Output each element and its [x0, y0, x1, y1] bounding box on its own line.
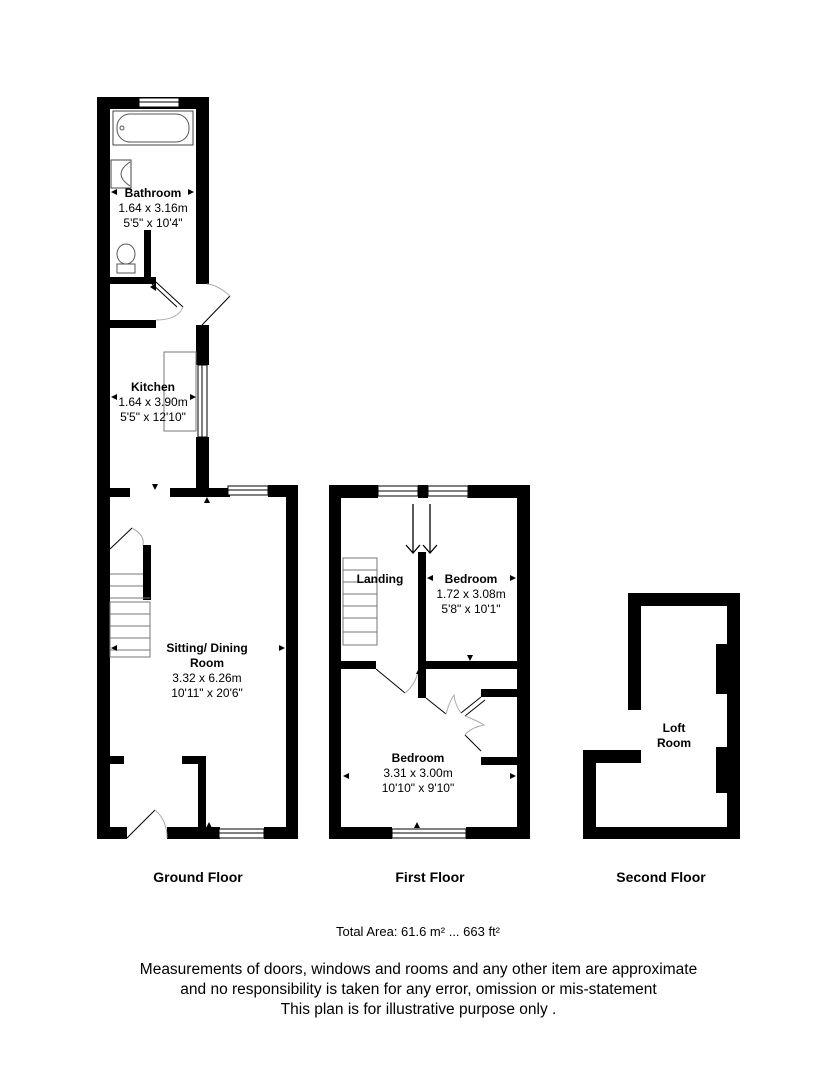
- room-label-bedroom-small: Bedroom 1.72 x 3.08m 5'8" x 10'1": [436, 572, 505, 617]
- first-floor-fixtures: [342, 557, 378, 646]
- room-name-line1: Sitting/ Dining: [166, 641, 248, 655]
- first-floor-windows: [377, 485, 469, 839]
- room-label-bathroom: Bathroom 1.64 x 3.16m 5'5" x 10'4": [118, 186, 187, 231]
- floor-label-ground: Ground Floor: [153, 869, 243, 885]
- disclaimer: Measurements of doors, windows and rooms…: [0, 960, 837, 1020]
- room-dimensions-metric: 1.64 x 3.16m: [118, 201, 188, 215]
- room-dimensions-metric: 3.32 x 6.26m: [172, 671, 242, 685]
- room-label-kitchen: Kitchen 1.64 x 3.90m 5'5" x 12'10": [118, 380, 187, 425]
- room-dimensions-imperial: 5'5" x 10'4": [123, 216, 183, 230]
- room-dimensions-imperial: 10'10" x 9'10": [381, 781, 455, 795]
- disclaimer-line-1: Measurements of doors, windows and rooms…: [139, 961, 698, 978]
- room-dimensions-imperial: 10'11" x 20'6": [171, 686, 243, 700]
- room-dimensions-imperial: 5'5" x 12'10": [120, 410, 186, 424]
- room-label-sitting-dining: Sitting/ Dining Room 3.32 x 6.26m 10'11"…: [166, 641, 247, 701]
- room-name: Landing: [356, 572, 404, 586]
- room-dimensions-metric: 1.64 x 3.90m: [118, 395, 188, 409]
- room-label-loft: Loft Room: [657, 721, 691, 751]
- room-label-bedroom-large: Bedroom 3.31 x 3.00m 10'10" x 9'10": [382, 751, 455, 796]
- first-floor-dim-arrows: [343, 492, 516, 828]
- floor-label-first: First Floor: [395, 869, 465, 885]
- room-name: Kitchen: [130, 380, 175, 394]
- ground-floor-fixtures: [109, 110, 197, 658]
- room-name: Bathroom: [124, 186, 182, 200]
- room-dimensions-imperial: 5'8" x 10'1": [441, 602, 501, 616]
- disclaimer-line-3: This plan is for illustrative purpose on…: [280, 1001, 557, 1018]
- total-area: Total Area: 61.6 m² ... 663 ft²: [335, 924, 501, 939]
- ground-floor-windows: [138, 97, 269, 839]
- first-floor-arrows-and-doors: [375, 504, 486, 752]
- room-name: Bedroom: [391, 751, 445, 765]
- room-name-line2: Room: [657, 736, 691, 750]
- first-floor-walls: [329, 485, 530, 839]
- floor-label-second: Second Floor: [616, 869, 706, 885]
- room-label-landing: Landing: [357, 572, 404, 587]
- room-name-line1: Loft: [662, 721, 686, 735]
- room-name-line2: Room: [189, 656, 224, 670]
- room-dimensions-metric: 3.31 x 3.00m: [383, 766, 453, 780]
- ground-floor-arrows: [111, 189, 285, 828]
- ground-floor-doors: [109, 281, 231, 839]
- disclaimer-line-2: and no responsibility is taken for any e…: [180, 981, 657, 998]
- room-dimensions-metric: 1.72 x 3.08m: [436, 587, 506, 601]
- ground-floor-walls: [97, 97, 298, 839]
- second-floor-walls: [583, 593, 740, 839]
- room-name: Bedroom: [444, 572, 498, 586]
